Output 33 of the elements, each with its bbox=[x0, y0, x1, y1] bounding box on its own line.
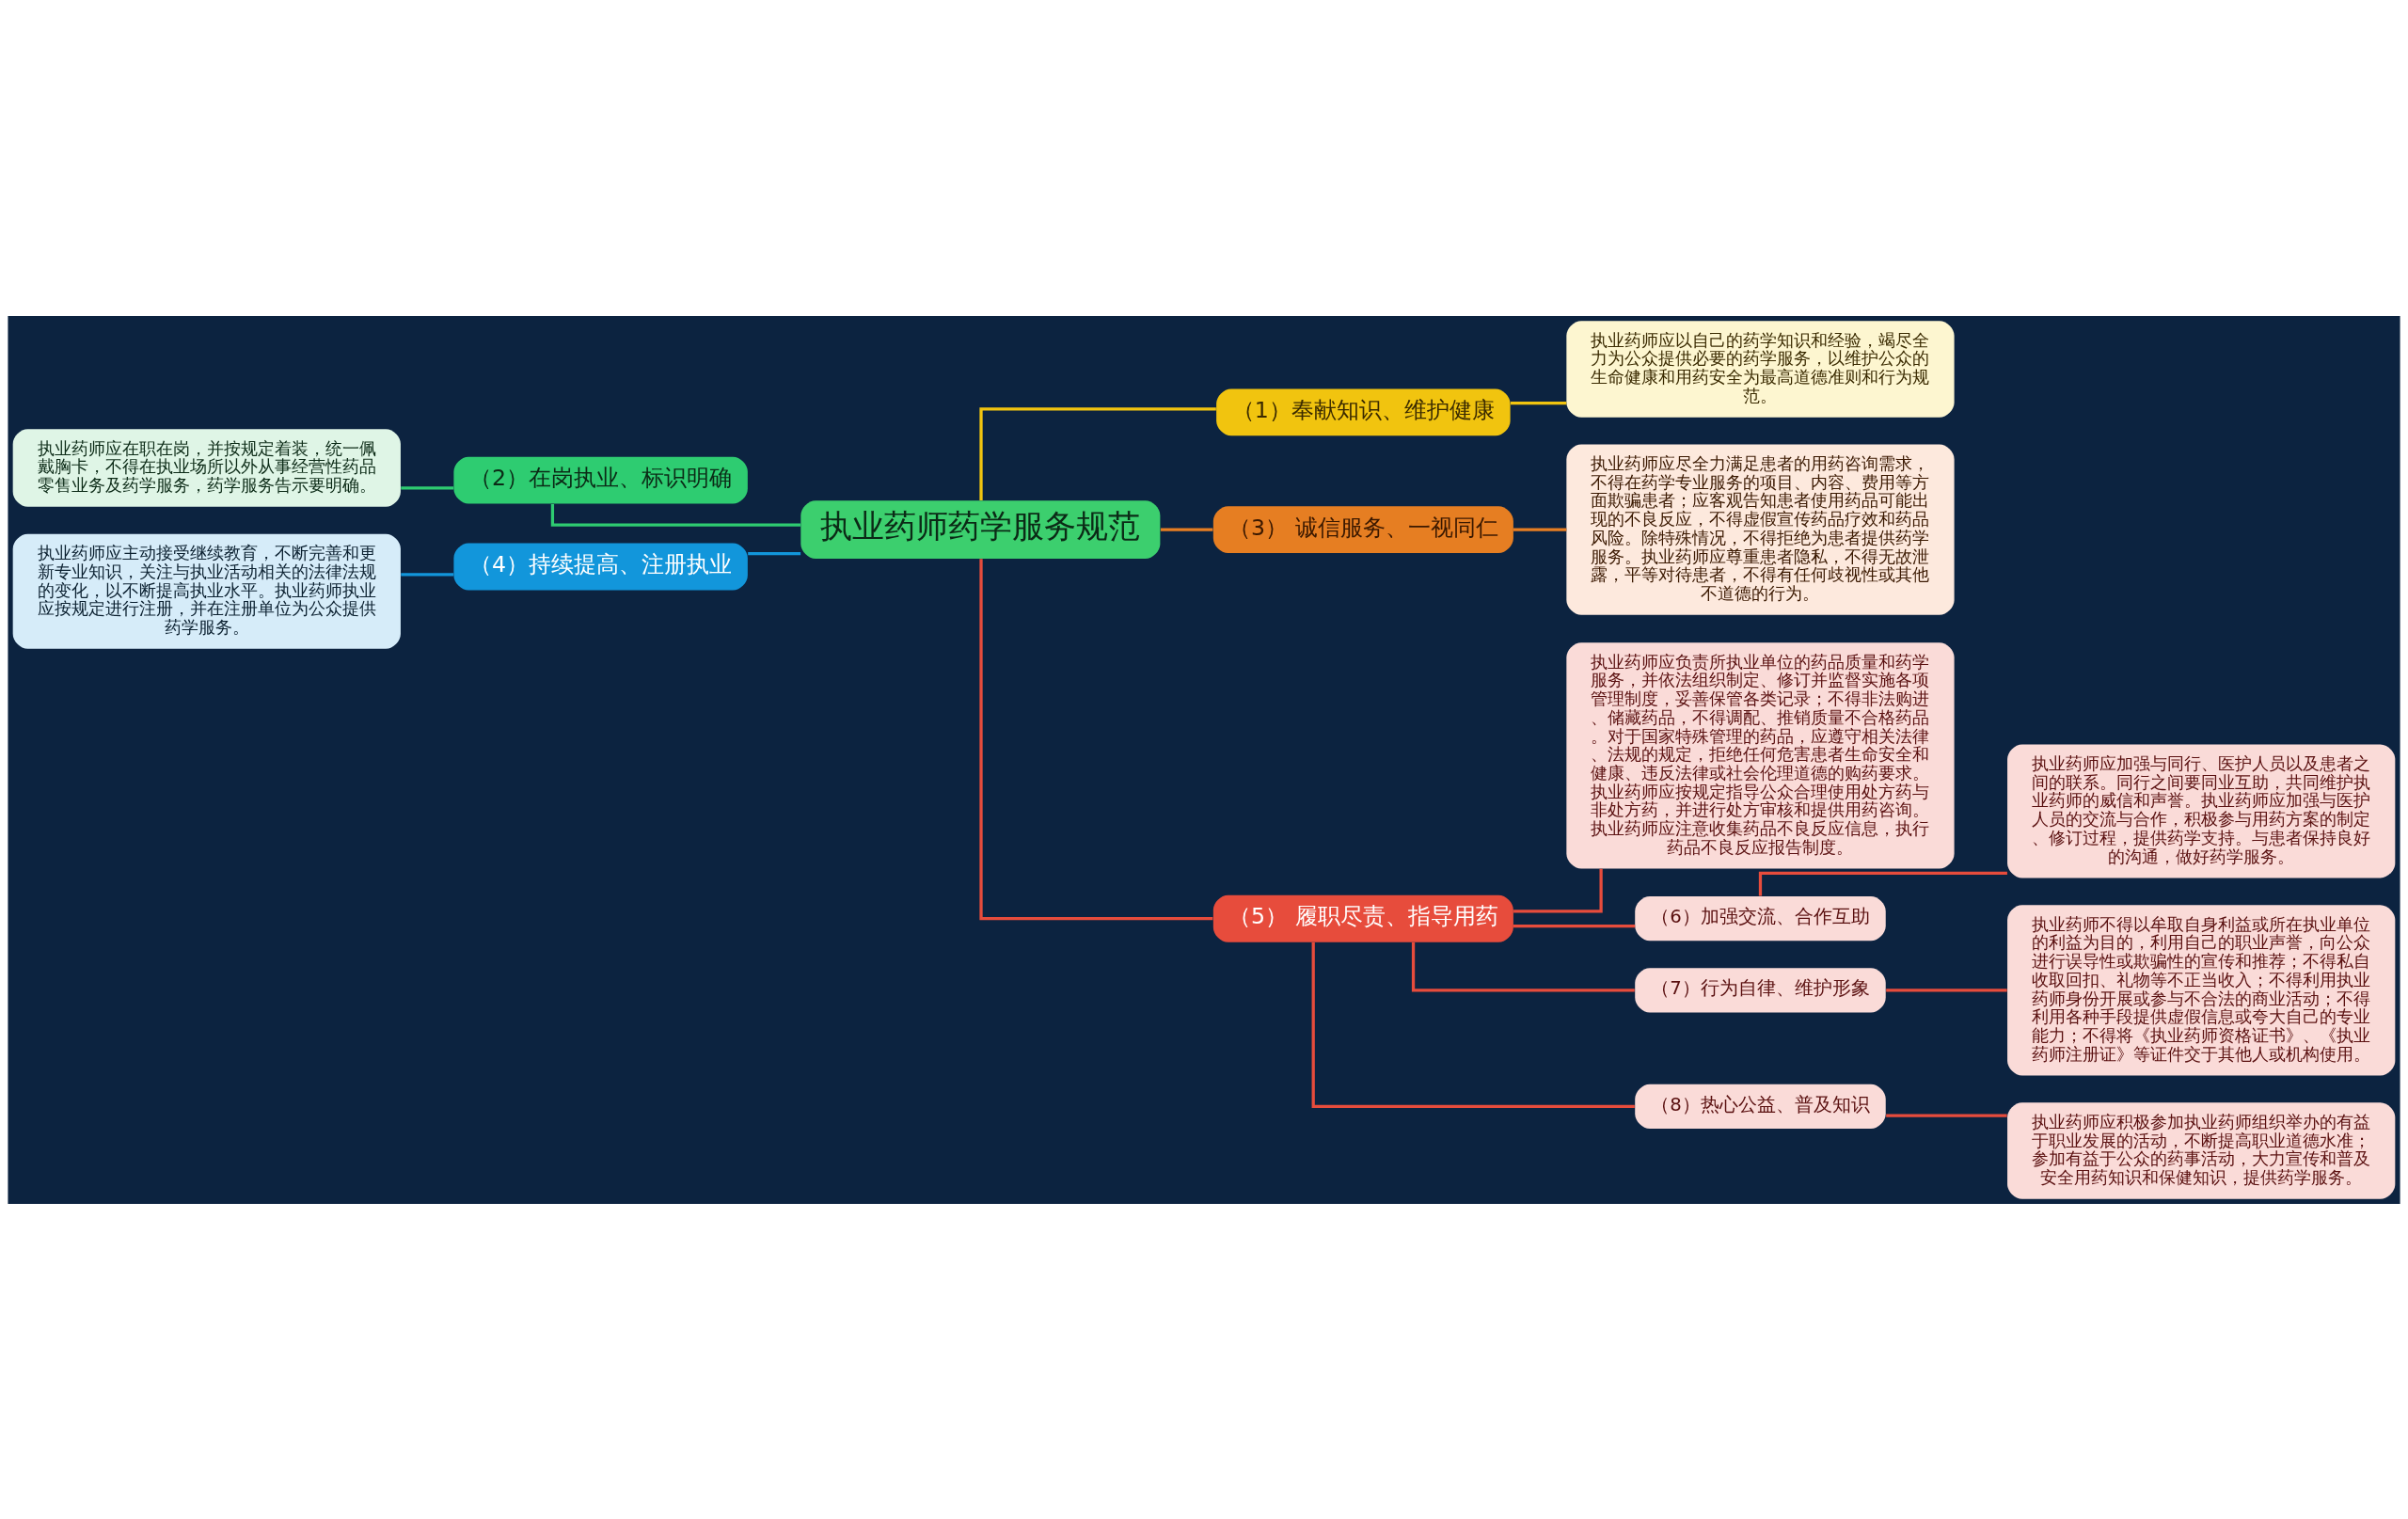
connector bbox=[550, 503, 801, 527]
connector bbox=[1513, 924, 1636, 927]
node-box: 执业药师应尽全力满足患者的用药咨询需求，不得在药学专业服务的项目、内容、费用等方面欺骗患者；应客观告知患者使用药品可能出现的不良反应，不得虚假宣传药品疗效和药品风险。除特殊情况，不得拒绝为患者提供药学服务。执业药师应尊重患者隐私，不得无故泄露，平等对待患者，不得有任何歧视性或其他不道德的行为。 bbox=[1566, 444, 1955, 615]
connector bbox=[748, 551, 801, 555]
node-box: （4）持续提高、注册执业 bbox=[453, 543, 748, 590]
node-box: （7）行为自律、维护形象 bbox=[1635, 967, 1886, 1012]
connector bbox=[1758, 871, 2007, 896]
connector bbox=[1311, 941, 1635, 1108]
connector bbox=[1510, 401, 1567, 404]
node-box: 执业药师应在职在岗，并按规定着装，统一佩戴胸卡，不得在执业场所以外从事经营性药品零售业务及药学服务，药学服务告示要明确。 bbox=[12, 428, 401, 507]
node-box: （1）奉献知识、维护健康 bbox=[1216, 388, 1511, 435]
node-box: 执业药师应积极参加执业药师组织举办的有益于职业发展的活动，不断提高职业道德水准；参加有益于公众的药事活动，大力宣传和普及安全用药知识和保健知识，提供药学服务。 bbox=[2007, 1101, 2396, 1199]
connector bbox=[1513, 868, 1603, 912]
node-box: （2）在岗执业、标识明确 bbox=[453, 456, 748, 504]
connector bbox=[979, 558, 1213, 920]
node-box: （3） 诚信服务、一视同仁 bbox=[1212, 505, 1513, 553]
node-box: 执业药师药学服务规范 bbox=[800, 499, 1161, 559]
connector bbox=[1886, 1114, 2007, 1117]
node-box: （8）热心公益、普及知识 bbox=[1635, 1084, 1886, 1129]
connector bbox=[979, 406, 1216, 500]
node-box: 执业药师应主动接受继续教育，不断完善和更新专业知识，关注与执业活动相关的法律法规的变化，以不断提高执业水平。执业药师执业应按规定进行注册，并在注册单位为公众提供药学服务。 bbox=[12, 533, 401, 649]
node-box: 执业药师不得以牟取自身利益或所在执业单位的利益为目的，利用自己的职业声誉，向公众进行误导性或欺骗性的宣传和推荐；不得私自收取回扣、礼物等不正当收入；不得利用执业药师身份开展或参与不合法的商业活动；不得利用各种手段提供虚假信息或夸大自己的专业能力；不得将《执业药师资格证书》、《执业药师注册证》等证件交于其他人或机构使用。 bbox=[2007, 904, 2396, 1075]
connector bbox=[1513, 528, 1567, 531]
node-box: 执业药师应负责所执业单位的药品质量和药学服务，并依法组织制定、修订并监督实施各项管理制度，妥善保管各类记录；不得非法购进、储藏药品，不得调配、推销质量不合格药品。对于国家特殊管理的药品，应遵守相关法律、法规的规定，拒绝任何危害患者生命安全和健康、违反法律或社会伦理道德的购药要求。执业药师应按规定指导公众合理使用处方药与非处方药，并进行处方审核和提供用药咨询。执业药师应注意收集药品不良反应信息，执行药品不良反应报告制度。 bbox=[1566, 641, 1955, 869]
node-box: 执业药师应以自己的药学知识和经验，竭尽全力为公众提供必要的药学服务，以维护公众的生命健康和用药安全为最高道德准则和行为规范。 bbox=[1566, 320, 1955, 418]
connector bbox=[1160, 528, 1213, 531]
node-box: （6）加强交流、合作互助 bbox=[1635, 895, 1886, 941]
connector bbox=[1411, 941, 1635, 991]
node-box: 执业药师应加强与同行、医护人员以及患者之间的联系。同行之间要同业互助，共同维护执业药师的威信和声誉。执业药师应加强与医护人员的交流与合作，积极参与用药方案的制定、修订过程，提供药学支持。与患者保持良好的沟通，做好药学服务。 bbox=[2007, 744, 2396, 878]
connector bbox=[401, 572, 454, 576]
node-box: （5） 履职尽责、指导用药 bbox=[1212, 894, 1513, 942]
connector bbox=[401, 485, 454, 490]
connector bbox=[1886, 988, 2007, 991]
